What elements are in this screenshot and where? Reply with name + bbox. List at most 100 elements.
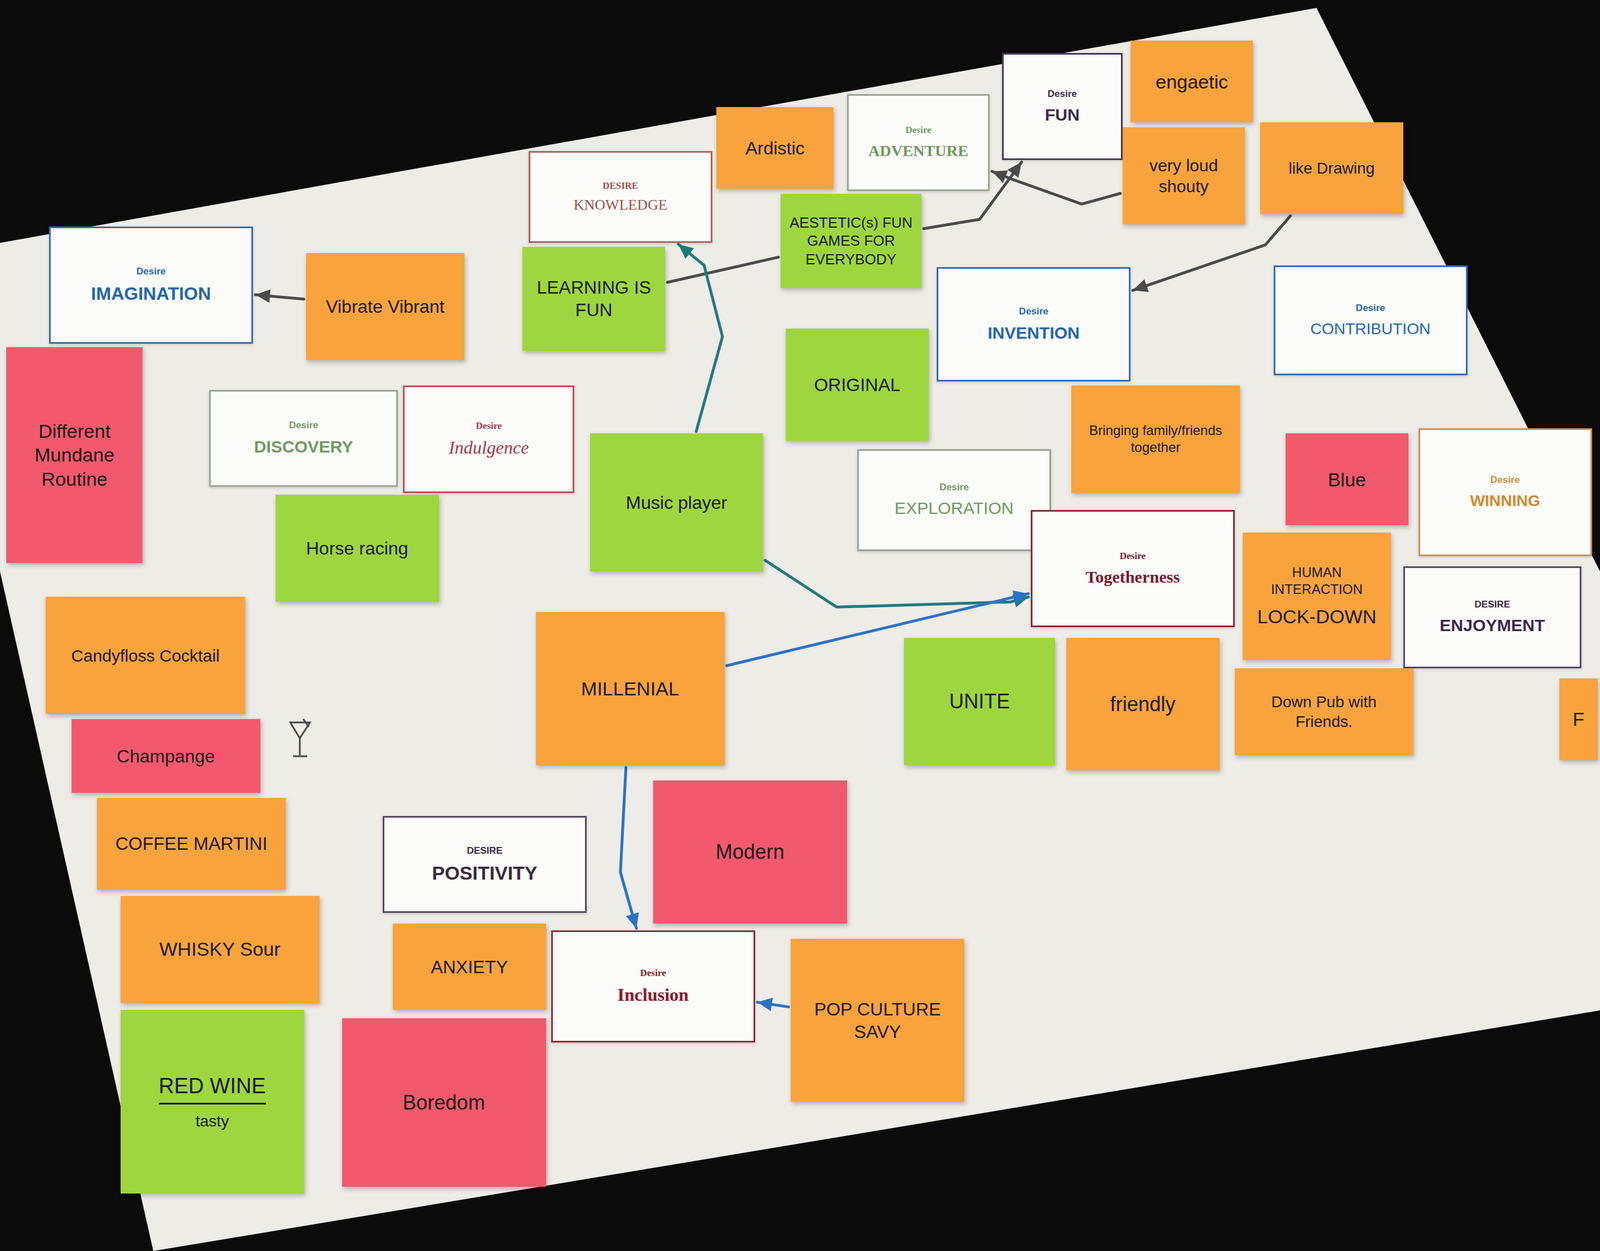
arrow-connector <box>620 767 640 929</box>
card-kicker: Desire <box>1039 550 1227 562</box>
arrow-head <box>255 289 271 303</box>
card-kicker: DESIRE <box>1411 598 1574 611</box>
note-text: Bringing family/friends together <box>1079 422 1232 456</box>
desire-card: DesireIndulgence <box>402 385 575 493</box>
arrow-head <box>626 912 640 929</box>
connector-line <box>991 171 1121 205</box>
sticky-note: Vibrate Vibrant <box>306 253 465 361</box>
card-title: WINNING <box>1426 490 1584 511</box>
note-subtext: tasty <box>128 1111 297 1132</box>
arrow-connector <box>667 256 779 283</box>
note-text: friendly <box>1074 691 1212 717</box>
card-kicker: Desire <box>945 305 1123 318</box>
card-kicker: Desire <box>1010 87 1115 100</box>
desire-card: DesireINVENTION <box>936 267 1131 382</box>
sticky-note: very loud shouty <box>1122 127 1245 225</box>
note-text: ANXIETY <box>400 955 539 979</box>
desire-card: DESIREENJOYMENT <box>1403 566 1582 669</box>
card-kicker: Desire <box>865 481 1043 494</box>
card-kicker: DESIRE <box>391 844 579 857</box>
sticky-note: POP CULTURE SAVY <box>790 938 965 1103</box>
sticky-note: Down Pub with Friends. <box>1234 668 1414 756</box>
sticky-note: MILLENIAL <box>535 612 725 766</box>
arrow-head <box>1007 161 1022 178</box>
sticky-note: ANXIETY <box>392 923 547 1011</box>
note-text: WHISKY Sour <box>128 937 312 962</box>
note-text: Champange <box>79 745 253 768</box>
card-kicker: Desire <box>1426 473 1584 486</box>
sticky-note: F <box>1559 678 1599 761</box>
sticky-note: like Drawing <box>1260 122 1403 215</box>
note-text: Boredom <box>349 1089 539 1116</box>
card-kicker: Desire <box>217 419 390 432</box>
note-text: Modern <box>661 839 840 865</box>
card-title: FUN <box>1010 104 1115 126</box>
note-text: like Drawing <box>1268 158 1395 179</box>
arrow-connector <box>765 560 1029 607</box>
arrow-head <box>991 170 1009 183</box>
card-title: Inclusion <box>559 983 747 1006</box>
sticky-note: Bringing family/friends together <box>1071 385 1240 493</box>
note-text: Horse racing <box>283 537 432 560</box>
arrow-head <box>678 244 695 259</box>
card-title: ADVENTURE <box>855 140 982 161</box>
connector-line <box>667 256 779 283</box>
card-title: DISCOVERY <box>217 436 390 458</box>
note-text: LEARNING IS FUN <box>530 276 658 322</box>
desire-card: DesireADVENTURE <box>847 94 990 192</box>
note-text: very loud shouty <box>1130 154 1238 198</box>
card-title: POSITIVITY <box>391 861 579 886</box>
sticky-note: Different Mundane Routine <box>6 347 144 564</box>
arrow-head <box>1012 590 1029 604</box>
paper <box>0 7 1600 1251</box>
sticky-note: LEARNING IS FUN <box>522 246 666 352</box>
sticky-note: Boredom <box>342 1018 547 1187</box>
sticky-note: WHISKY Sour <box>120 896 320 1004</box>
note-text: Candyfloss Cocktail <box>53 645 237 667</box>
note-text: Vibrate Vibrant <box>313 295 457 318</box>
note-subtext: LOCK-DOWN <box>1250 604 1384 629</box>
sticky-note: Candyfloss Cocktail <box>45 596 245 715</box>
sticky-note: Horse racing <box>275 494 440 602</box>
note-text: Blue <box>1293 467 1400 493</box>
note-text: COFFEE MARTINI <box>104 832 278 855</box>
arrow-connector <box>255 289 304 303</box>
card-title: KNOWLEDGE <box>537 196 704 215</box>
sticky-note: friendly <box>1066 637 1220 771</box>
card-title: IMAGINATION <box>57 282 245 305</box>
note-text: ORIGINAL <box>793 373 921 397</box>
card-kicker: Desire <box>559 967 747 979</box>
note-text: UNITE <box>911 688 1048 715</box>
sticky-note: Ardistic <box>716 107 834 189</box>
connector-line <box>678 244 723 432</box>
note-text: Different Mundane Routine <box>14 419 136 492</box>
card-kicker: Desire <box>855 123 982 136</box>
note-text: engaetic <box>1138 69 1245 95</box>
arrow-connector <box>757 998 789 1012</box>
arrow-head <box>1132 279 1149 293</box>
card-title: EXPLORATION <box>865 497 1043 520</box>
sticky-note: Blue <box>1285 433 1408 526</box>
desire-card: DESIRE POSITIVITY <box>382 816 587 913</box>
sticky-note: COFFEE MARTINI <box>96 798 286 890</box>
card-kicker: Desire <box>411 419 566 432</box>
connector-line <box>765 560 1029 607</box>
sticky-note: ORIGINAL <box>785 328 929 441</box>
sticky-note: Modern <box>653 780 848 924</box>
note-text: MILLENIAL <box>543 676 717 702</box>
note-text: HUMAN INTERACTION <box>1250 564 1384 598</box>
card-title: INVENTION <box>945 322 1123 344</box>
note-text: Down Pub with Friends. <box>1242 692 1406 732</box>
desire-card: DESIREKNOWLEDGE <box>528 151 713 243</box>
sticky-note: Music player <box>590 433 764 571</box>
sticky-note: UNITE <box>903 637 1056 766</box>
desire-card: DesireTogetherness <box>1030 510 1235 628</box>
sticky-note: RED WINEtasty <box>120 1009 305 1194</box>
desire-card: DesireDISCOVERY <box>209 389 398 487</box>
desire-card: DesireIMAGINATION <box>49 226 254 344</box>
connector-line <box>620 767 637 929</box>
note-text: F <box>1567 707 1591 732</box>
cocktail-glass-doodle <box>290 719 310 757</box>
card-title: Togetherness <box>1039 566 1227 588</box>
